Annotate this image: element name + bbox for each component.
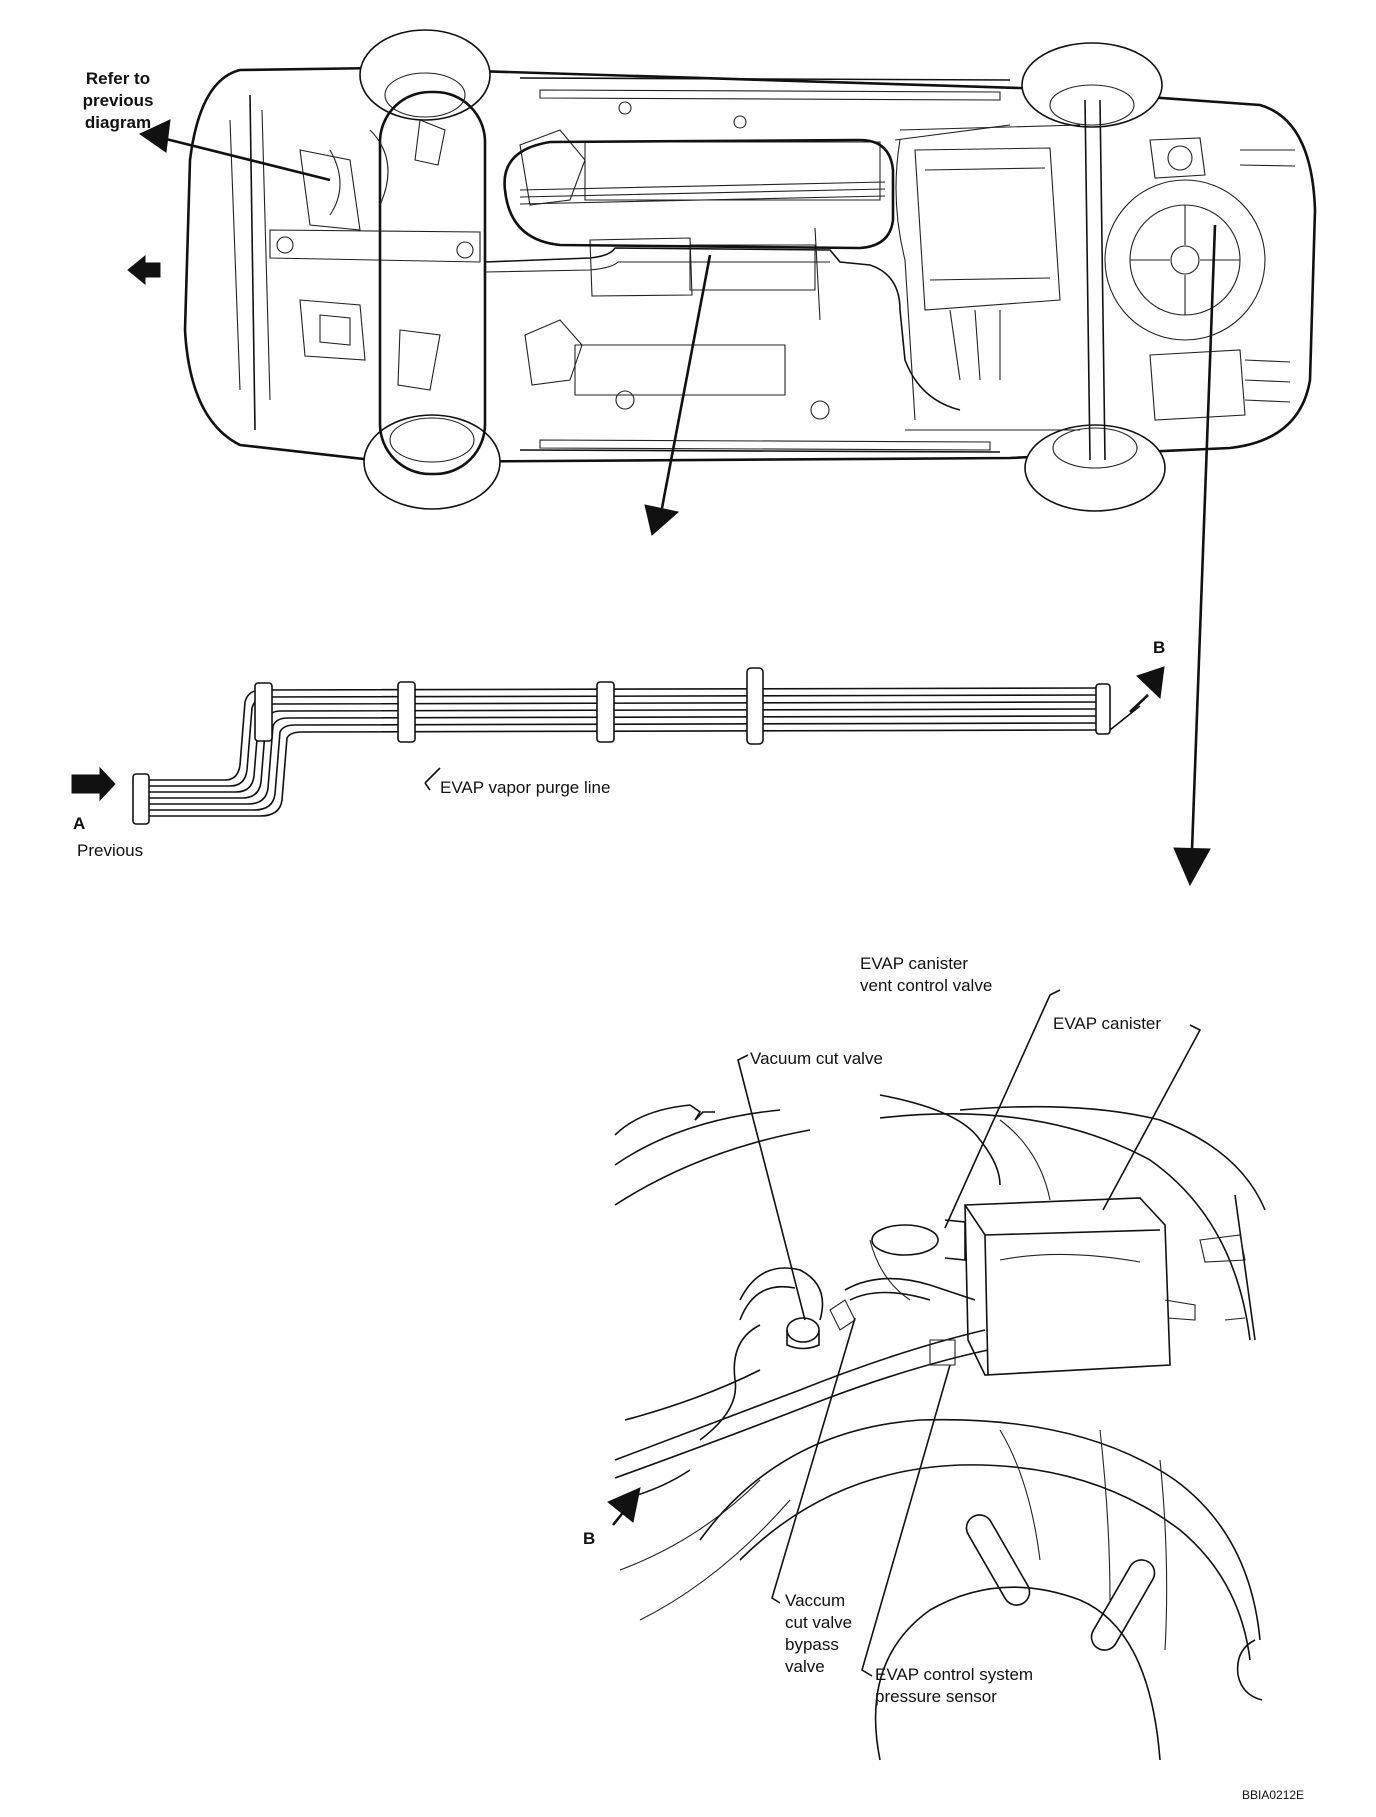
front-direction-arrow-icon xyxy=(127,254,161,286)
vent-control-valve-shape xyxy=(869,1219,966,1301)
pressure-sensor-label: EVAP control system pressure sensor xyxy=(875,1665,1034,1706)
fuel-tank xyxy=(914,147,1061,311)
detail-leader-lines xyxy=(737,989,1202,1677)
vacuum-cut-valve-shape xyxy=(786,1299,856,1350)
front-right-wheel xyxy=(363,414,501,510)
evap-canister-shape xyxy=(964,1197,1196,1376)
vent-control-valve-label: EVAP canister vent control valve xyxy=(860,954,993,995)
spare-tire-well xyxy=(1104,179,1266,341)
figure-code: BBIA0212E xyxy=(1242,1788,1305,1802)
point-a-label: A xyxy=(73,814,86,833)
point-b-label: B xyxy=(1153,638,1166,657)
rear-right-wheel xyxy=(1024,424,1166,512)
evap-canister-label: EVAP canister xyxy=(1053,1014,1162,1033)
evap-purge-line-assembly xyxy=(132,667,1141,825)
purge-line-highlight xyxy=(503,138,895,250)
vehicle-underbody-view xyxy=(183,29,1317,512)
detail-point-b-arrow-icon xyxy=(607,1487,641,1526)
point-a-arrow-icon xyxy=(71,766,116,802)
purge-line-callout-arrow-icon xyxy=(644,254,712,536)
detail-point-b-label: B xyxy=(583,1529,596,1548)
canister-detail-view xyxy=(614,1094,1266,1761)
evap-vapor-purge-line-label: EVAP vapor purge line xyxy=(440,778,611,797)
refer-to-previous-diagram-label: Refer to previous diagram xyxy=(82,69,154,132)
vacuum-cut-valve-label: Vacuum cut valve xyxy=(750,1049,883,1068)
bypass-valve-label: Vaccum cut valve bypass valve xyxy=(785,1591,853,1676)
front-axle-highlight xyxy=(378,90,487,476)
rear-left-wheel xyxy=(1021,42,1163,128)
refer-arrow-icon xyxy=(138,119,331,182)
point-b-arrow-icon xyxy=(1129,666,1165,713)
canister-callout-arrow-icon xyxy=(1173,224,1217,887)
previous-label: Previous xyxy=(77,841,144,860)
